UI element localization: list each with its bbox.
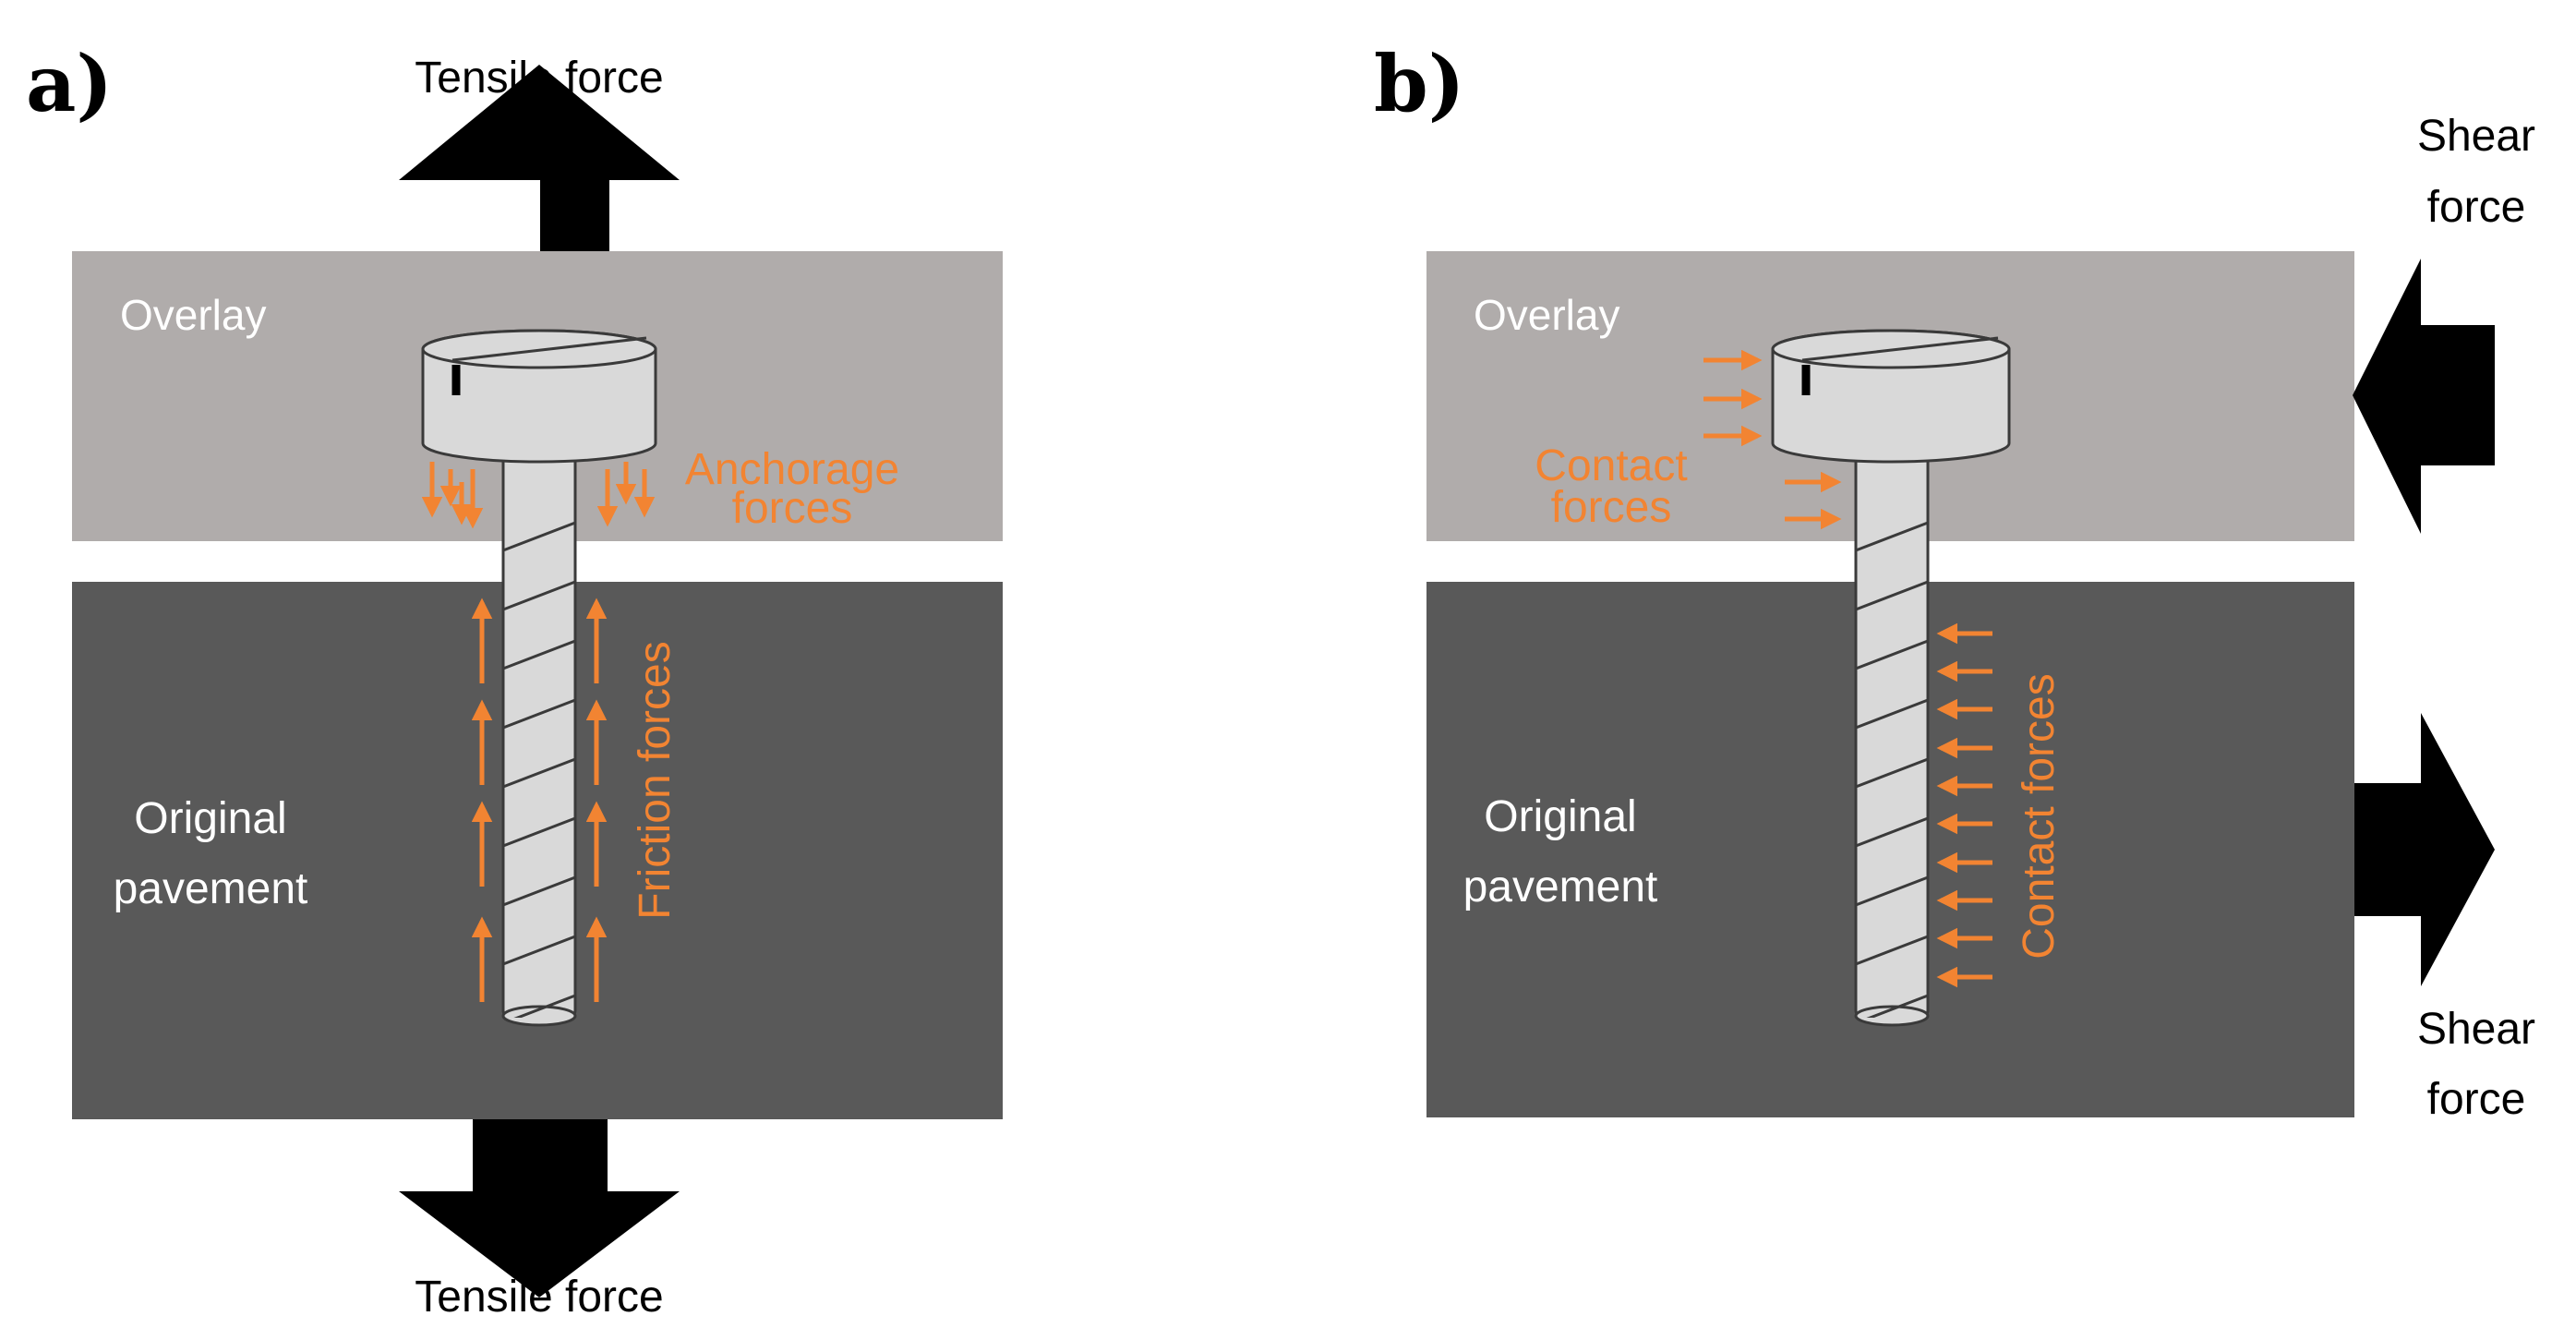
bottom-tensile-force-label: Tensile force (415, 1273, 663, 1322)
bolt-tip (501, 1005, 577, 1027)
bolt-slot (451, 336, 647, 362)
pavement-label-line1-b: Original (1484, 792, 1636, 841)
bolt-thread (1856, 521, 1928, 1018)
tensile-arrow-up-icon (399, 65, 680, 251)
contact-force-arrows-shank (1936, 622, 1992, 988)
panel-a-label: a) (26, 38, 113, 129)
bolt-slot (1801, 336, 1999, 362)
top-shear-force-label-line2: force (2427, 183, 2526, 232)
contact-forces-vertical-label: Contact forces (2015, 673, 2064, 959)
anchorage-label-line2: forces (732, 484, 853, 533)
panel-b-label: b) (1374, 38, 1464, 129)
contact-forces-label-line2: forces (1551, 483, 1672, 532)
tensile-arrow-down-icon (399, 1119, 680, 1298)
overlay-label-a: Overlay (120, 291, 266, 339)
friction-forces-label: Friction forces (631, 641, 680, 919)
bolt-tip (1854, 1005, 1930, 1027)
pavement-label-line2-b: pavement (1463, 863, 1658, 911)
anchorage-label-line1: Anchorage (685, 445, 899, 494)
pavement-label-line2-a: pavement (114, 864, 308, 913)
bolt-icon (421, 329, 657, 1027)
bolt-thread (503, 521, 575, 1018)
overlay-label-b: Overlay (1474, 291, 1619, 339)
contact-force-arrows-head (1703, 349, 1842, 530)
shear-arrow-right-icon (2354, 713, 2495, 986)
friction-force-arrows (471, 598, 608, 1002)
contact-forces-label-line1: Contact (1535, 441, 1687, 490)
top-shear-force-label-line1: Shear (2417, 112, 2535, 161)
bolt-icon (1771, 329, 2011, 1027)
pavement-label-line1-a: Original (134, 794, 286, 843)
panel-a: a) Tensile force Tensile force Overlay O… (26, 38, 1003, 1322)
bottom-shear-force-label-line2: force (2427, 1075, 2526, 1124)
bottom-shear-force-label-line1: Shear (2417, 1005, 2535, 1054)
panel-b: b) Overlay Original pavement Shear force… (1374, 38, 2535, 1124)
shear-arrow-left-icon (2353, 259, 2495, 534)
anchorage-force-arrows (421, 462, 656, 529)
